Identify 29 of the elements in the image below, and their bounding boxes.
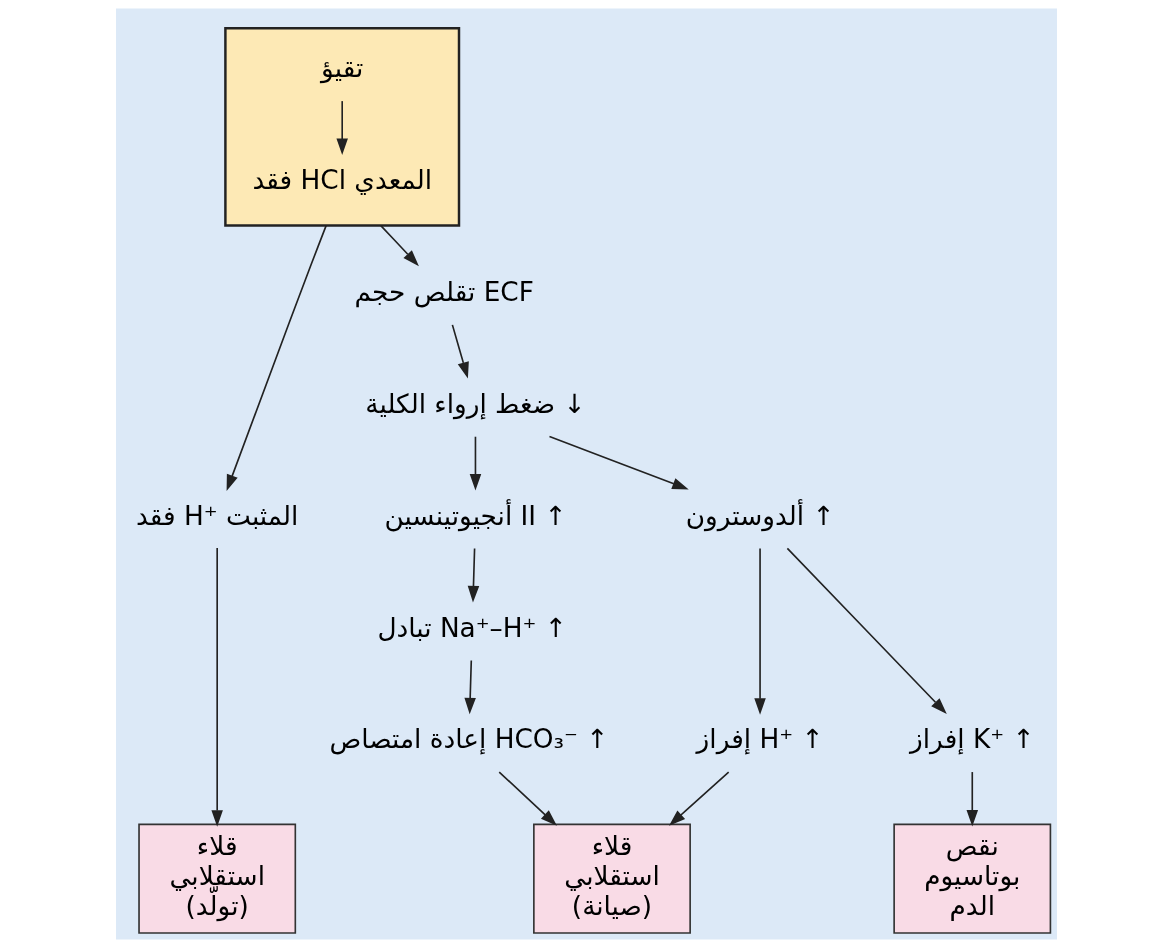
arrow [451, 324, 469, 379]
node-text: تبادل Na⁺–H⁺ ↑ [377, 612, 567, 643]
node-text: تقيؤ [321, 53, 364, 84]
node-text: ضغط إرواء الكلية ↓ [365, 388, 586, 419]
arrow [226, 224, 327, 492]
arrow [464, 659, 476, 715]
arrow [211, 547, 223, 827]
arrow [467, 547, 480, 603]
arrow [786, 547, 947, 715]
node-text: فقد H⁺ المثبت [135, 500, 299, 531]
node-text: إفراز K⁺ ↑ [910, 724, 1035, 755]
node-box: قلاء استقلابي (تولّد) [138, 823, 297, 934]
node-text: إفراز H⁺ ↑ [696, 724, 824, 755]
arrow [548, 435, 689, 490]
cluster [224, 26, 461, 227]
arrow [668, 771, 730, 826]
node-text: إعادة امتصاص HCO₃⁻ ↑ [329, 724, 609, 755]
arrow [469, 435, 482, 491]
node-text: فقد HCl المعدي [252, 165, 432, 196]
node-text: تقلص حجم ECF [354, 276, 534, 307]
node-box: نقص بوتاسيوم الدم [893, 823, 1052, 934]
arrow [336, 100, 348, 155]
arrow [380, 224, 419, 267]
node-text: ألدوسترون ↑ [685, 500, 835, 531]
node-box: قلاء استقلابي (صيانة) [533, 823, 691, 934]
arrow [498, 771, 557, 826]
arrow [966, 771, 979, 827]
node-text: أنجيوتينسين II ↑ [384, 500, 567, 531]
arrow [754, 547, 766, 715]
